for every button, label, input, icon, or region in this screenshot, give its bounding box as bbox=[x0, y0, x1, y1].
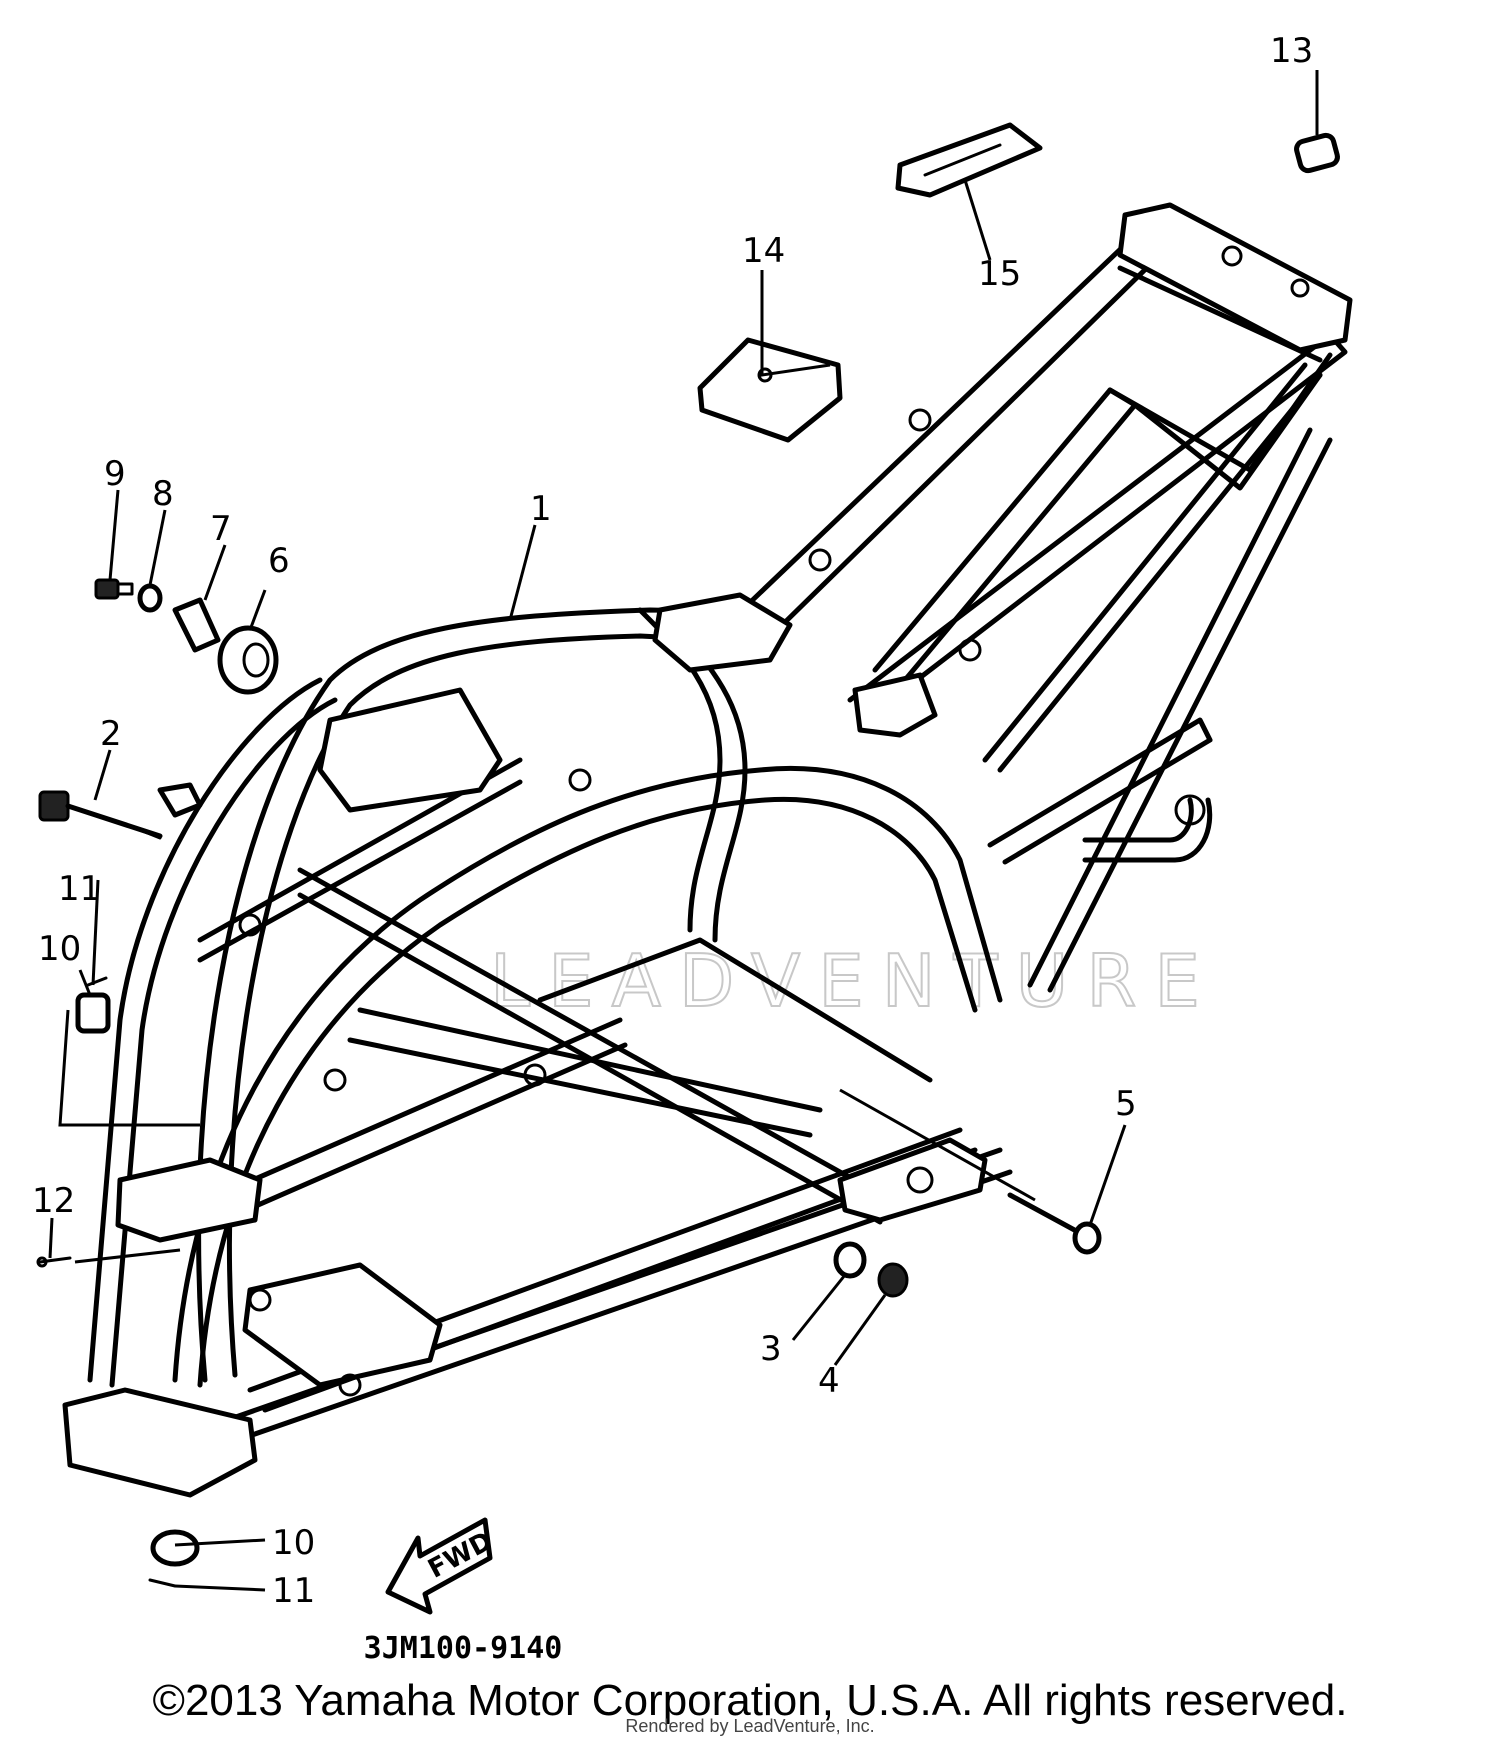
callout-2: 2 bbox=[100, 714, 122, 754]
part-2-long-bolt bbox=[38, 790, 163, 840]
callout-7: 7 bbox=[210, 509, 232, 549]
part-6-bushing bbox=[217, 625, 279, 695]
part-10-upper-nut bbox=[75, 992, 111, 1034]
main-frame bbox=[62, 202, 1353, 1498]
callout-12: 12 bbox=[32, 1181, 75, 1221]
part-12-pin bbox=[36, 1256, 72, 1268]
callout-11-upper: 11 bbox=[58, 869, 101, 909]
part-7-collar bbox=[172, 597, 221, 653]
part-11-upper-pin bbox=[86, 976, 108, 987]
part-4-nut bbox=[877, 1262, 909, 1298]
callout-10-lower: 10 bbox=[272, 1523, 315, 1563]
part-8-washer bbox=[137, 583, 163, 613]
leader-lines bbox=[48, 70, 1319, 1592]
part-15-label bbox=[895, 122, 1043, 198]
callout-8: 8 bbox=[152, 474, 174, 514]
watermark-text: LEADVENTURE bbox=[490, 939, 1218, 1023]
rendered-by-note: Rendered by LeadVenture, Inc. bbox=[625, 1716, 875, 1736]
callout-13: 13 bbox=[1270, 31, 1313, 71]
copyright-notice: ©2013 Yamaha Motor Corporation, U.S.A. A… bbox=[152, 1676, 1348, 1725]
part-5-bolt bbox=[1007, 1192, 1102, 1255]
part-13-cap bbox=[1294, 132, 1340, 174]
callout-6: 6 bbox=[268, 541, 290, 581]
callout-1: 1 bbox=[530, 489, 552, 529]
part-10-lower-nut bbox=[150, 1529, 200, 1567]
callout-10-upper: 10 bbox=[38, 929, 81, 969]
callout-15: 15 bbox=[978, 254, 1021, 294]
callout-11-lower: 11 bbox=[272, 1571, 315, 1611]
callout-4: 4 bbox=[818, 1361, 840, 1401]
part-11-lower-pin bbox=[148, 1578, 177, 1588]
callout-3: 3 bbox=[760, 1329, 782, 1369]
fwd-arrow-icon: FWD bbox=[385, 1517, 497, 1615]
part-14-pad bbox=[697, 337, 843, 443]
callout-9: 9 bbox=[104, 454, 126, 494]
reference-code: 3JM100-9140 bbox=[363, 1631, 563, 1666]
part-9-bolt bbox=[94, 578, 134, 600]
callout-labels: 1 2 3 4 5 6 7 8 9 10 11 12 13 14 15 10 1… bbox=[32, 31, 1313, 1611]
callout-14: 14 bbox=[742, 231, 785, 271]
callout-5: 5 bbox=[1115, 1084, 1137, 1124]
part-3-washer bbox=[833, 1241, 867, 1279]
